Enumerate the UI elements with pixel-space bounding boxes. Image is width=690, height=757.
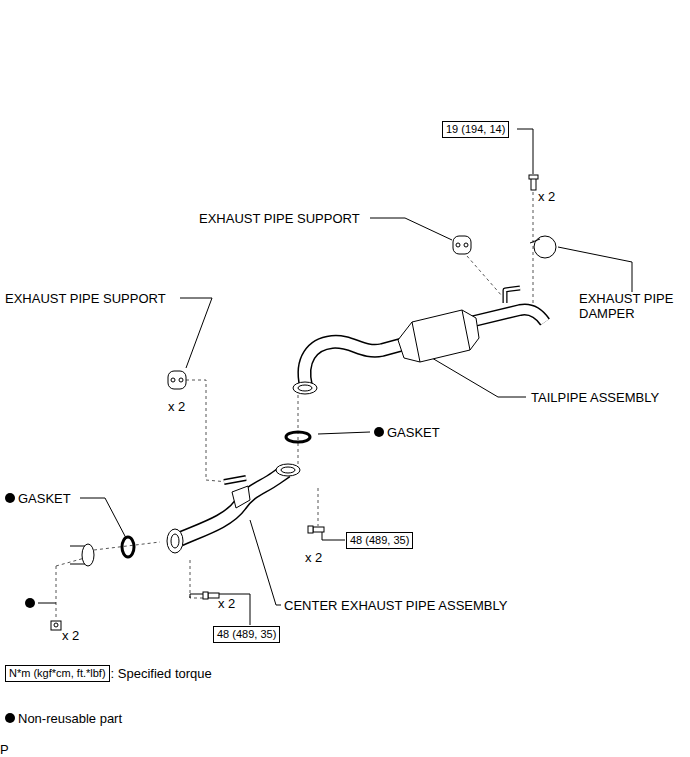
quantity-label: x 2 bbox=[218, 596, 235, 611]
legend-text: Non-reusable part bbox=[18, 711, 122, 726]
torque-value: N*m (kgf*cm, ft.*lbf) bbox=[9, 667, 106, 679]
torque-value: 48 (489, 35) bbox=[350, 534, 409, 546]
quantity-label: x 2 bbox=[305, 550, 322, 565]
part-name: TAILPIPE ASSEMBLY bbox=[531, 390, 659, 405]
torque-legend-box: N*m (kgf*cm, ft.*lbf) bbox=[5, 665, 110, 682]
torque-box: 48 (489, 35) bbox=[346, 532, 413, 549]
part-name: EXHAUST PIPE SUPPORT bbox=[5, 291, 166, 306]
torque-value: 19 (194, 14) bbox=[446, 123, 505, 135]
part-name: EXHAUST PIPE DAMPER bbox=[579, 291, 679, 321]
part-name: GASKET bbox=[18, 491, 71, 506]
quantity-label: x 2 bbox=[538, 189, 555, 204]
quantity-label: P bbox=[0, 742, 9, 757]
part-name: GASKET bbox=[387, 425, 440, 440]
quantity-label: x 2 bbox=[62, 628, 79, 643]
part-name: EXHAUST PIPE SUPPORT bbox=[199, 211, 360, 226]
torque-box: 48 (489, 35) bbox=[213, 626, 280, 643]
torque-box: 19 (194, 14) bbox=[442, 121, 509, 138]
torque-value: 48 (489, 35) bbox=[217, 628, 276, 640]
legend-text: : Specified torque bbox=[111, 666, 212, 681]
part-name: CENTER EXHAUST PIPE ASSEMBLY bbox=[284, 598, 507, 613]
quantity-label: x 2 bbox=[168, 399, 185, 414]
